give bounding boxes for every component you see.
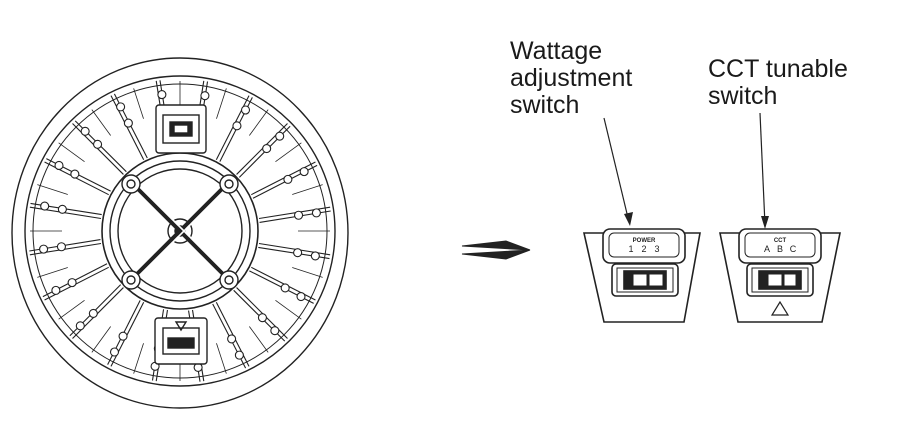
fixture-short-fin <box>249 326 269 353</box>
triangle-icon <box>770 300 790 316</box>
fin-rivet <box>294 210 304 220</box>
fin-rivet <box>227 334 237 344</box>
fixture-short-fin <box>275 142 302 162</box>
wattage-leader-line <box>603 117 630 223</box>
fin-rivet <box>157 90 167 100</box>
fixture-short-fin <box>133 343 144 374</box>
fin-rivet <box>56 242 66 252</box>
fin-rivet <box>51 285 61 295</box>
cct-leader-line <box>759 112 766 226</box>
fixture-fin <box>72 123 124 175</box>
wattage-switch-header: POWER <box>633 238 656 244</box>
fin-rivet <box>40 201 50 211</box>
fin-rivet <box>234 350 244 360</box>
fixture-bottom-switch-housing <box>154 317 208 365</box>
wattage-switch-label: Wattage adjustment switch <box>510 37 633 119</box>
fin-rivet <box>280 283 290 293</box>
cct-pos-b: B <box>777 244 783 254</box>
fixture-short-fin <box>91 109 111 136</box>
fixture-short-fin <box>37 184 68 195</box>
wattage-pos-1: 1 <box>628 244 633 254</box>
fin-rivet <box>283 174 293 184</box>
fin-rivet <box>67 278 77 288</box>
fin-rivet <box>275 131 285 141</box>
fixture-fin <box>236 123 288 175</box>
fixture-short-fin <box>249 109 269 136</box>
fixture-short-fin <box>292 184 323 195</box>
fixture-top-switch-housing <box>155 104 207 154</box>
fixture-outer-rim <box>11 57 349 409</box>
cct-leader-arrowhead <box>761 216 769 229</box>
wattage-pos-2: 2 <box>641 244 646 254</box>
fixture-short-fin <box>292 267 323 278</box>
fin-rivet <box>80 126 90 136</box>
fin-rivet <box>296 291 306 302</box>
fin-rivet <box>257 313 267 323</box>
fixture-ring <box>24 75 336 387</box>
fin-rivet <box>54 160 64 171</box>
fin-rivet <box>240 105 251 115</box>
wattage-leader-arrowhead <box>624 212 633 226</box>
wattage-pos-3: 3 <box>654 244 659 254</box>
fixture-fin <box>236 287 288 339</box>
fin-rivet <box>232 121 242 131</box>
cct-pos-a: A <box>764 244 770 254</box>
fin-rivet <box>39 244 49 254</box>
fin-rivet <box>310 251 320 261</box>
fin-rivet <box>118 331 128 341</box>
fixture-short-fin <box>37 267 68 278</box>
fin-rivet <box>93 139 103 149</box>
cct-switch-label: CCT tunable switch <box>708 55 848 110</box>
fin-rivet <box>116 102 126 112</box>
fixture-screws <box>121 174 239 290</box>
fin-rivet <box>262 144 272 154</box>
fixture-short-fin <box>58 142 85 162</box>
fin-rivet <box>109 347 120 357</box>
cct-pos-c: C <box>790 244 797 254</box>
arrow-icon <box>461 240 531 260</box>
fin-rivet <box>270 326 280 336</box>
fixture-short-fin <box>275 300 302 320</box>
fixture-hub-mid <box>109 160 251 302</box>
fin-rivet <box>200 91 210 101</box>
fin-rivet <box>57 204 67 214</box>
fin-rivet <box>75 321 85 331</box>
fin-rivet <box>299 167 309 177</box>
cct-switch-detail <box>719 228 841 323</box>
fixture-short-fin <box>216 343 227 374</box>
cct-switch-header: CCT <box>774 238 787 244</box>
fixture-fin <box>72 287 124 339</box>
fixture-short-fin <box>91 326 111 353</box>
fin-rivet <box>70 169 80 179</box>
fixture-short-fin <box>58 300 85 320</box>
fin-rivet <box>311 208 321 218</box>
fin-rivet <box>88 308 98 318</box>
fixture-center-boss <box>167 218 193 244</box>
wattage-switch-detail <box>583 228 701 323</box>
fixture-short-fin <box>133 88 144 119</box>
fixture-short-fin <box>216 88 227 119</box>
fin-rivet <box>123 118 133 128</box>
fixture-body <box>11 57 349 409</box>
fixture-hub-inner <box>117 168 243 294</box>
fin-rivet <box>293 248 303 258</box>
